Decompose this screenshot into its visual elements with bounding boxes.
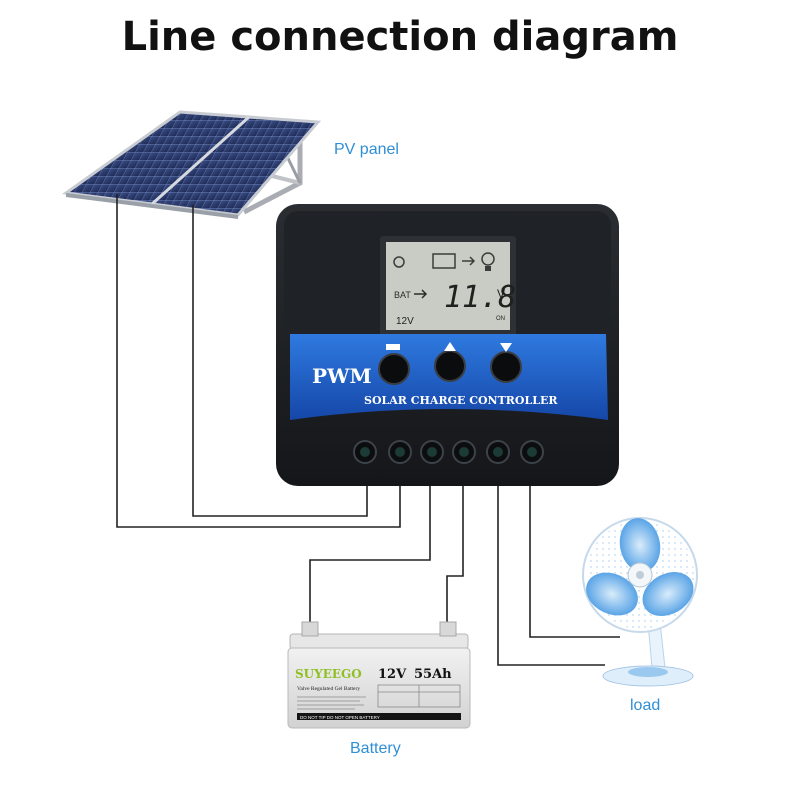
battery-warning: DO NOT TIP DO NOT OPEN BATTERY <box>300 715 380 720</box>
lcd-unit: V <box>497 287 505 301</box>
lcd-display: BAT 11.8 V 12V ON <box>380 236 516 336</box>
battery: SUYEEGO 12V 55Ah Valve Regulated Gel Bat… <box>288 622 470 728</box>
lcd-system-voltage: 12V <box>396 316 414 327</box>
lcd-bat-label: BAT <box>394 290 411 300</box>
battery-terminal-negative <box>440 622 456 636</box>
charge-controller: BAT 11.8 V 12V ON PWM SOLAR CHARGE CONTR… <box>276 204 619 486</box>
battery-capacity: 55Ah <box>414 667 452 682</box>
control-panel <box>628 667 668 677</box>
battery-terminal-positive <box>302 622 318 636</box>
battery-type: Valve Regulated Gel Battery <box>297 686 360 692</box>
battery-wire-a <box>310 478 430 632</box>
menu-icon <box>386 344 400 350</box>
controller-name-label: SOLAR CHARGE CONTROLLER <box>364 394 558 407</box>
pv-panel-label: PV panel <box>334 141 399 159</box>
battery-brand: SUYEEGO <box>295 667 362 681</box>
battery-label: Battery <box>350 740 401 758</box>
battery-wire-b <box>447 478 463 632</box>
load-label: load <box>630 697 660 715</box>
lcd-voltage-reading: 11.8 <box>444 280 516 315</box>
battery-voltage: 12V <box>378 667 407 682</box>
pv-panel <box>66 112 318 219</box>
fan-load <box>579 515 701 686</box>
pwm-label: PWM <box>312 364 372 388</box>
lcd-state: ON <box>496 316 505 322</box>
